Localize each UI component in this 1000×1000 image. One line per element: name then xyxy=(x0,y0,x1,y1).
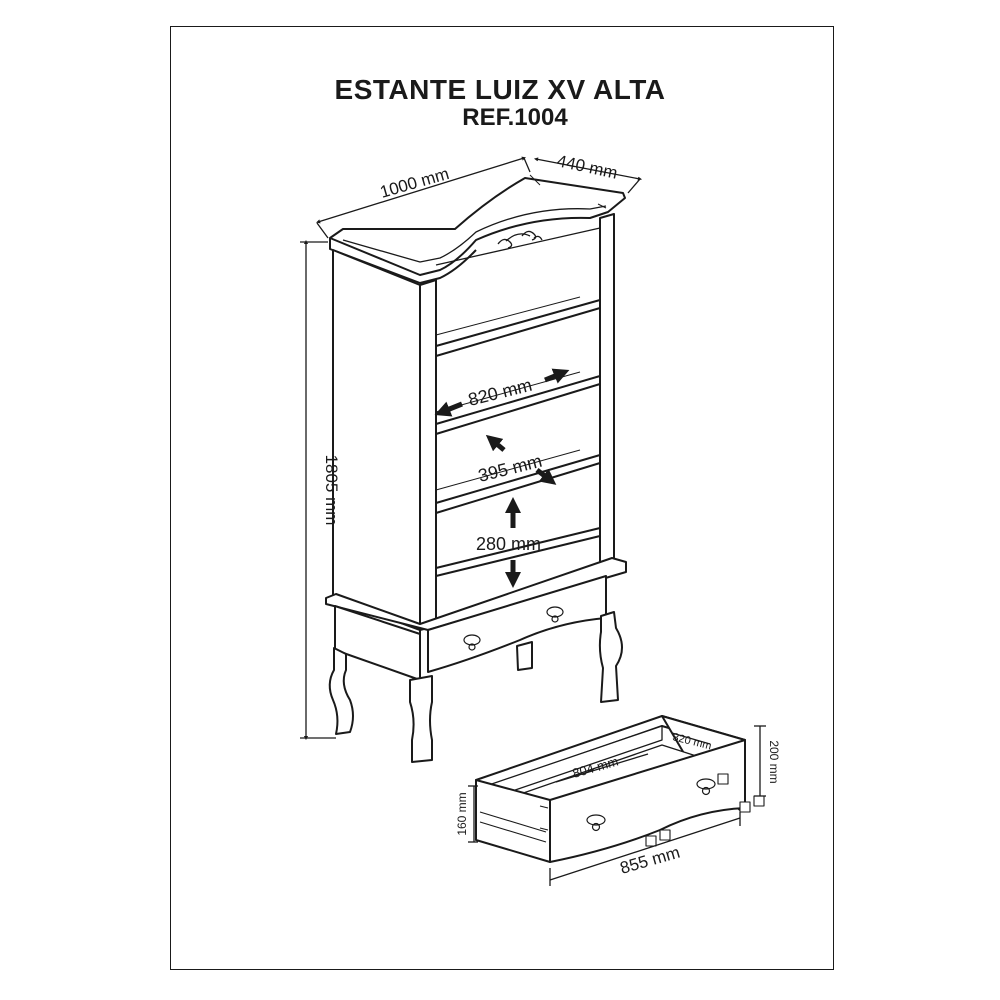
depth-label: 440 mm xyxy=(555,151,619,182)
drawer-front-handles xyxy=(586,778,716,832)
drawer-front-height-label: 160 mm xyxy=(455,792,469,835)
product-reference: REF.1004 xyxy=(462,104,568,131)
crown-ornament xyxy=(497,230,543,249)
drawer xyxy=(475,715,765,863)
bookcase-base xyxy=(325,557,627,681)
drawing-frame xyxy=(170,26,834,970)
bookcase-legs xyxy=(328,611,623,763)
front-left-leg xyxy=(409,675,433,763)
shelf-2 xyxy=(435,375,601,435)
rear-right-leg xyxy=(516,641,533,671)
drawer-side-height-label: 200 mm xyxy=(767,740,781,783)
height-label: 1805 mm xyxy=(322,455,341,526)
shelf-4 xyxy=(435,527,601,577)
front-right-leg xyxy=(598,611,623,703)
drawer-front xyxy=(427,575,607,673)
shelves xyxy=(435,227,601,577)
drawer-dimensions xyxy=(468,725,766,886)
front-left-upright xyxy=(419,279,437,631)
drawer-handles xyxy=(463,606,564,651)
bookcase xyxy=(325,174,627,763)
shelf-1 xyxy=(435,299,601,357)
rear-left-leg xyxy=(328,647,354,735)
shelf-gap-label: 280 mm xyxy=(476,534,541,554)
width-label: 1000 mm xyxy=(378,164,451,202)
left-side-panel xyxy=(332,249,421,631)
right-upright xyxy=(599,213,615,567)
product-title: ESTANTE LUIZ XV ALTA xyxy=(334,74,666,105)
bookcase-dimensions xyxy=(300,156,643,741)
